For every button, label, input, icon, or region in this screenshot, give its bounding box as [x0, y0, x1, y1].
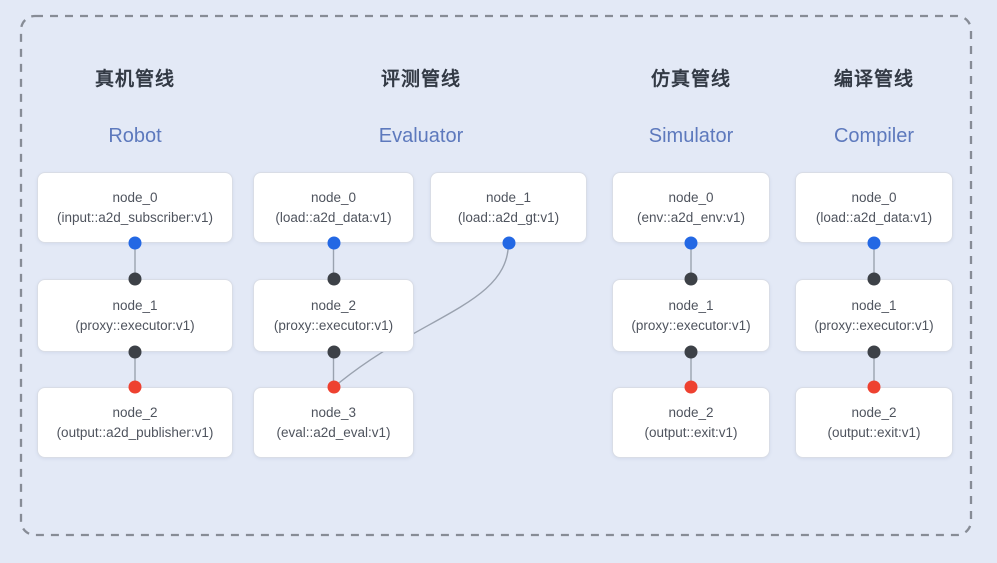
graph-node: node_2(proxy::executor:v1) — [253, 279, 414, 352]
pipeline-title-en: Simulator — [648, 125, 734, 147]
red-port-dot — [327, 380, 341, 394]
node-label: node_1 — [485, 190, 532, 205]
red-port-dot — [867, 380, 881, 394]
graph-node: node_2(output::exit:v1) — [795, 387, 953, 458]
pipeline-title-zh: 编译管线 — [833, 69, 915, 90]
pipeline-title-zh: 评测管线 — [380, 69, 462, 90]
node-type: (proxy::executor:v1) — [273, 318, 394, 333]
pipeline-title-en: Compiler — [833, 125, 915, 147]
graph-node: node_1(proxy::executor:v1) — [612, 279, 770, 352]
node-type: (output::exit:v1) — [644, 425, 738, 440]
black-port-dot — [684, 272, 698, 286]
black-port-dot — [867, 272, 881, 286]
node-type: (proxy::executor:v1) — [814, 318, 934, 333]
graph-node: node_1(load::a2d_gt:v1) — [430, 172, 587, 243]
node-type: (load::a2d_data:v1) — [815, 210, 933, 225]
pipeline-title-en: Robot — [108, 125, 162, 147]
blue-port-dot — [684, 236, 698, 250]
node-type: (env::a2d_env:v1) — [636, 210, 746, 225]
graph-node: node_0(load::a2d_data:v1) — [253, 172, 414, 243]
node-type: (load::a2d_gt:v1) — [457, 210, 560, 225]
blue-port-dot — [502, 236, 515, 250]
pipeline-title-zh: 真机管线 — [94, 69, 176, 90]
node-label: node_0 — [851, 190, 897, 205]
graph-node: node_3(eval::a2d_eval:v1) — [253, 387, 414, 458]
black-port-dot — [327, 345, 340, 359]
node-type: (output::exit:v1) — [827, 425, 921, 440]
black-port-dot — [867, 345, 881, 359]
node-type: (input::a2d_subscriber:v1) — [56, 210, 214, 225]
node-label: node_0 — [668, 190, 714, 205]
graph-node: node_0(env::a2d_env:v1) — [612, 172, 770, 243]
pipeline-title-zh: 仿真管线 — [650, 69, 732, 90]
graph-node: node_2(output::a2d_publisher:v1) — [37, 387, 233, 458]
graph-node: node_1(proxy::executor:v1) — [37, 279, 233, 352]
edge-curve — [333, 242, 510, 388]
pipeline-title-en: Evaluator — [378, 125, 464, 147]
graph-node: node_0(load::a2d_data:v1) — [795, 172, 953, 243]
node-label: node_0 — [112, 190, 158, 205]
node-label: node_2 — [851, 405, 897, 420]
red-port-dot — [684, 380, 698, 394]
node-label: node_1 — [851, 298, 897, 313]
node-label: node_1 — [668, 298, 714, 313]
node-label: node_2 — [310, 298, 357, 313]
node-type: (load::a2d_data:v1) — [275, 210, 392, 225]
blue-port-dot — [867, 236, 881, 250]
graph-node: node_0(input::a2d_subscriber:v1) — [37, 172, 233, 243]
black-port-dot — [128, 345, 142, 359]
node-type: (eval::a2d_eval:v1) — [276, 425, 391, 440]
node-type: (output::a2d_publisher:v1) — [56, 425, 214, 440]
node-label: node_0 — [310, 190, 357, 205]
black-port-dot — [128, 272, 142, 286]
graph-node: node_2(output::exit:v1) — [612, 387, 770, 458]
node-label: node_1 — [112, 298, 158, 313]
red-port-dot — [128, 380, 142, 394]
node-label: node_3 — [310, 405, 357, 420]
black-port-dot — [327, 272, 340, 286]
black-port-dot — [684, 345, 698, 359]
blue-port-dot — [327, 236, 340, 250]
node-label: node_2 — [112, 405, 158, 420]
pipeline-frame — [19, 14, 973, 537]
node-type: (proxy::executor:v1) — [631, 318, 751, 333]
blue-port-dot — [128, 236, 142, 250]
graph-node: node_1(proxy::executor:v1) — [795, 279, 953, 352]
node-type: (proxy::executor:v1) — [75, 318, 195, 333]
node-label: node_2 — [668, 405, 714, 420]
